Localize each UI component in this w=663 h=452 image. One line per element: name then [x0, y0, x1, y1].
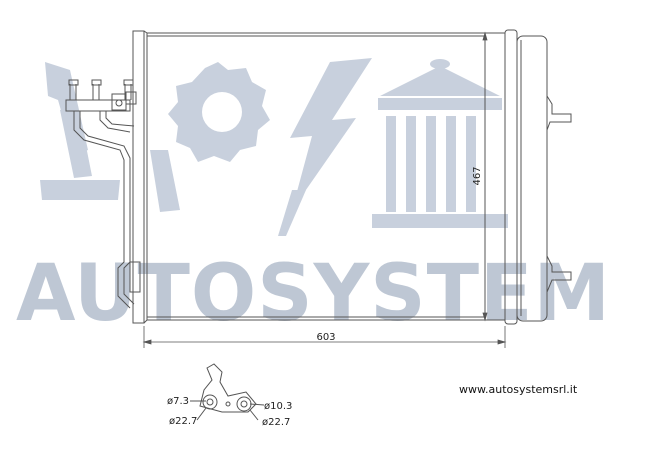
tools-icon	[40, 62, 120, 200]
lightning-icon	[278, 58, 372, 236]
width-dimension	[142, 326, 507, 348]
watermark: AUTOSYSTEM	[16, 58, 611, 339]
width-dimension-label: 603	[316, 332, 335, 343]
height-dimension	[482, 31, 488, 322]
temple-icon	[372, 59, 508, 228]
gear-icon	[150, 62, 270, 212]
fitting-detail	[190, 363, 265, 421]
refrigerant-pipes	[65, 79, 141, 309]
condenser-core	[132, 29, 548, 325]
fitting-label-right-small: ø10.3	[264, 401, 292, 412]
lower-mount-bracket	[546, 255, 572, 293]
fitting-label-right-large: ø22.7	[262, 417, 290, 428]
watermark-brand-text: AUTOSYSTEM	[16, 249, 611, 339]
height-dimension-label: 467	[472, 166, 483, 185]
fitting-label-left-small: ø7.3	[167, 396, 189, 407]
upper-mount-bracket	[546, 95, 572, 131]
website-url: www.autosystemsrl.it	[459, 383, 578, 396]
fitting-label-left-large: ø22.7	[169, 416, 197, 427]
